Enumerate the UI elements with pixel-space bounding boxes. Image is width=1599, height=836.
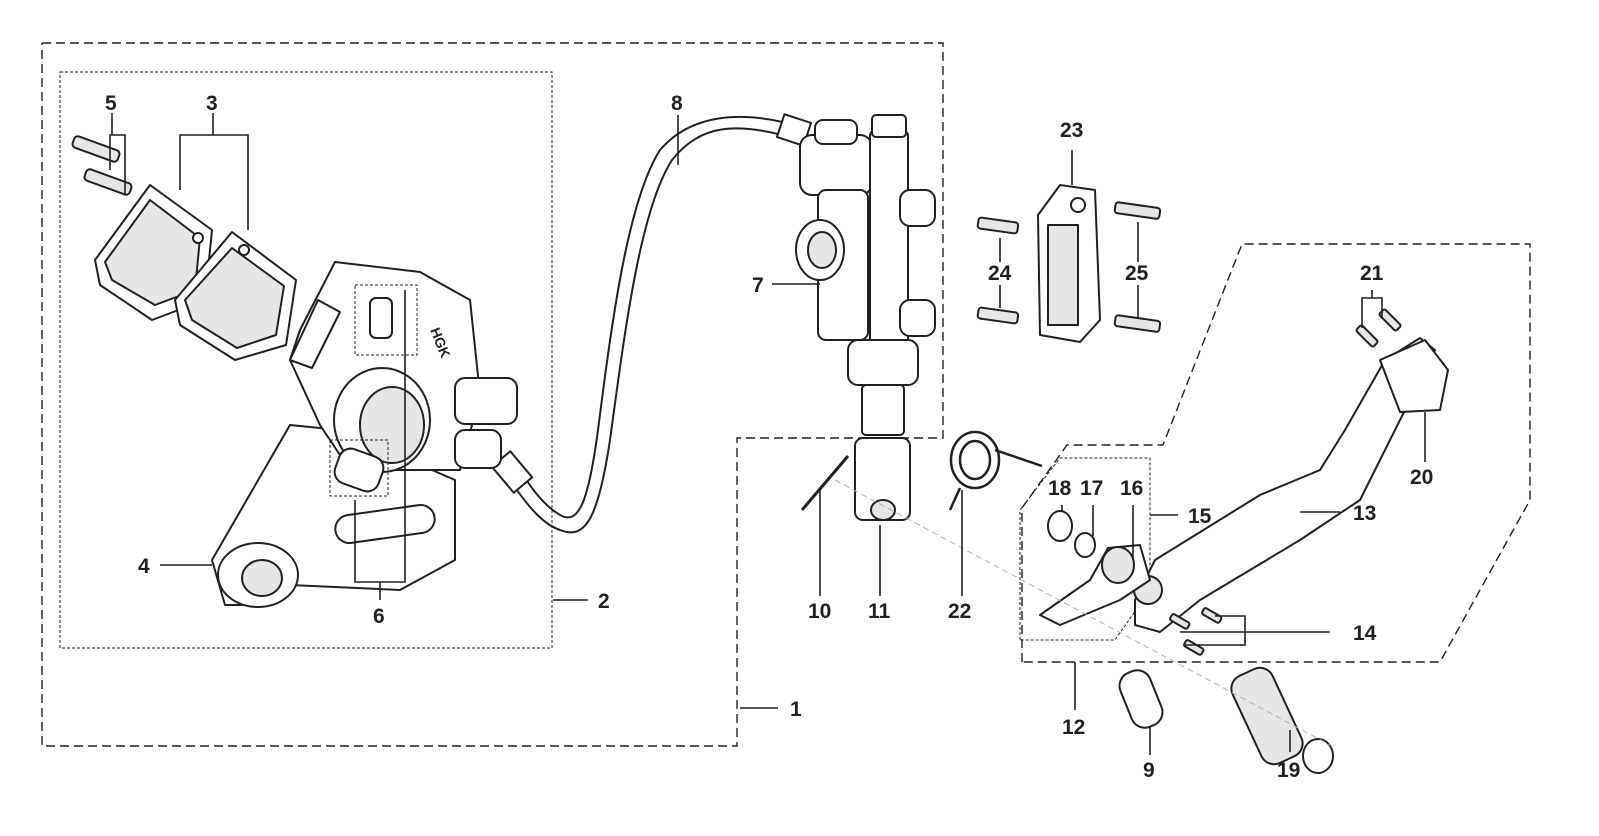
callout-13: 13: [1353, 502, 1376, 525]
callout-9: 9: [1143, 759, 1155, 782]
brake-pads: [94, 184, 297, 361]
callout-2: 2: [598, 590, 610, 613]
return-spring: [948, 430, 1043, 511]
callout-16: 16: [1120, 477, 1143, 500]
assembly-1-outline: [41, 42, 944, 747]
callout-23: 23: [1060, 119, 1083, 142]
assembly-12-outline: [1021, 243, 1531, 663]
callout-8: 8: [671, 92, 683, 115]
callout-5: 5: [105, 92, 117, 115]
callout-4: 4: [138, 555, 150, 578]
pedal-pivot-bolt: [1230, 666, 1334, 774]
callout-19: 19: [1277, 759, 1300, 782]
callout-11: 11: [868, 600, 891, 623]
axis-line: [834, 479, 1331, 746]
callout-14: 14: [1353, 622, 1377, 645]
callout-10: 10: [808, 600, 831, 623]
brake-pedal: [1133, 337, 1449, 633]
bolts-24: [976, 216, 1020, 325]
callout-17: 17: [1080, 477, 1103, 500]
callout-6: 6: [373, 605, 385, 628]
callout-1: 1: [790, 698, 802, 721]
callout-12: 12: [1062, 716, 1085, 739]
callout-24: 24: [988, 262, 1012, 285]
callout-20: 20: [1410, 466, 1433, 489]
callout-7: 7: [752, 274, 764, 297]
callout-21: 21: [1360, 262, 1384, 285]
master-cylinder: [795, 114, 936, 436]
brake-hose: [490, 113, 813, 534]
pivot-pin: [1118, 669, 1164, 729]
mounting-plate: [1037, 184, 1101, 343]
callout-25: 25: [1125, 262, 1149, 285]
bolts-25: [1113, 201, 1162, 333]
assembly-15-outline: [1019, 457, 1151, 641]
clevis: [854, 437, 911, 521]
leader-lines: [109, 113, 1426, 755]
callout-labels: 1 2 3 4 5 6 7 8 9 10 11 12 13 14 15 16 1…: [105, 92, 1433, 782]
pad-pins: [71, 135, 133, 196]
callout-22: 22: [948, 600, 971, 623]
callout-18: 18: [1048, 477, 1072, 500]
callout-3: 3: [206, 92, 218, 115]
callout-15: 15: [1188, 505, 1212, 528]
brake-caliper: HGK: [289, 261, 518, 473]
assembly-2-outline: [59, 71, 553, 649]
bleeder-and-slide-pin: [329, 284, 418, 497]
cotter-pin: [800, 455, 850, 511]
